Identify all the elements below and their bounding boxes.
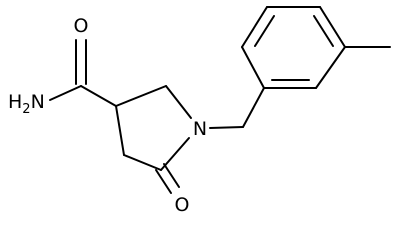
bond-aryl-c5-c6 <box>315 46 346 89</box>
bond-carbonyl-c-to-ring-c3 <box>80 85 117 107</box>
bond-lactam-c-to-o-a <box>155 169 172 194</box>
bond-aryl-c1-c2 <box>241 46 265 89</box>
bond-aryl-c2-c3 <box>241 6 268 48</box>
bond-c3-c2 <box>115 85 167 107</box>
bond-aryl-inner-c2-c3 <box>254 15 275 47</box>
ring-nitrogen-label: N <box>193 118 207 140</box>
bond-aryl-c4-c5 <box>319 6 346 48</box>
bond-lactam-c-to-o-b <box>163 163 180 188</box>
amine-nh2-label: H2N <box>8 91 45 117</box>
bond-carbonyl-c-to-nh2 <box>49 85 82 101</box>
amide-oxygen-label: O <box>74 15 89 37</box>
bond-ch2-to-aryl <box>242 87 265 128</box>
bond-aryl-inner-c4-c5 <box>313 15 334 47</box>
molecule-structure-diagram: O H2N N O <box>8 6 391 216</box>
lactam-oxygen-label: O <box>175 194 190 216</box>
amine-h-count-label: 2 <box>22 102 30 117</box>
bond-n1-c5 <box>160 137 190 171</box>
bond-c4-c3 <box>115 105 125 156</box>
bond-c2-n1 <box>165 85 192 119</box>
bond-c5-c4 <box>123 154 162 171</box>
amine-h-label: H <box>8 91 22 113</box>
bond-n1-to-ch2 <box>209 126 244 129</box>
amine-n-label: N <box>31 91 45 113</box>
